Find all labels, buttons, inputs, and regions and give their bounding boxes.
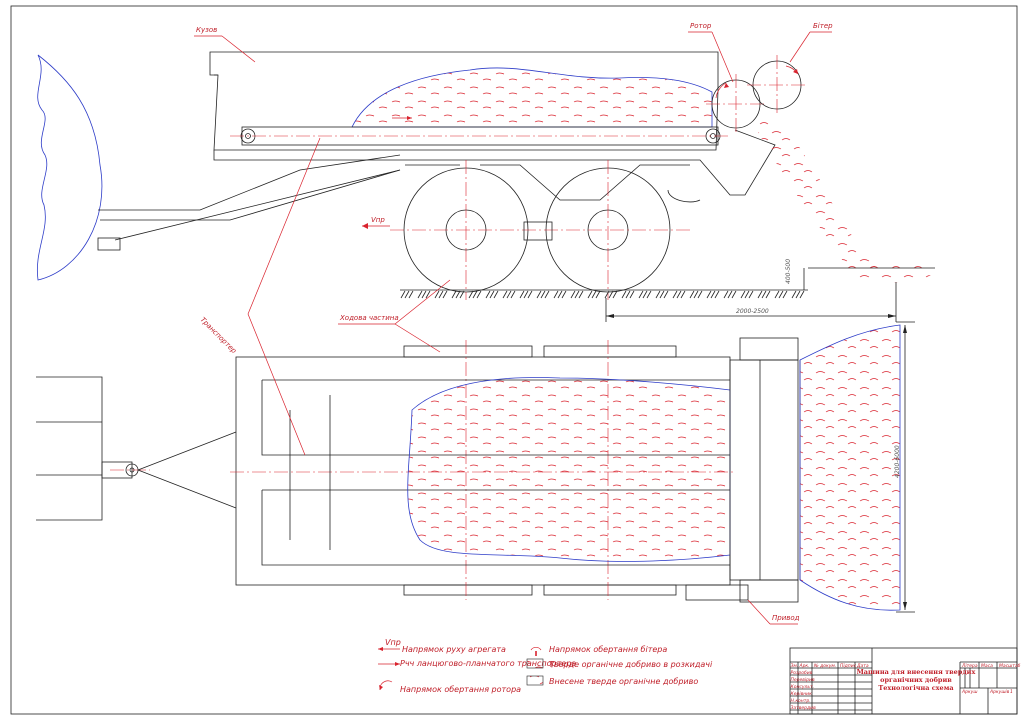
legend-swatch-spread <box>526 675 544 686</box>
spread-field <box>799 324 901 611</box>
legend-text-5: Тверде органічне добриво в розкидачі <box>549 660 713 669</box>
legend-text-6: Внесене тверде органічне добриво <box>549 677 698 686</box>
tb-role-4: Н.контр. <box>791 698 811 704</box>
tb-change-4: Дата <box>856 663 869 669</box>
drawing-frame <box>10 5 1018 715</box>
throw-dim: 2000-2500 <box>736 308 769 315</box>
tractor-wheel <box>36 54 103 281</box>
tb-col-1: Маса <box>981 663 993 669</box>
legend-symbol-velocity: Vпр <box>385 638 401 647</box>
top-view: 4200-6000 <box>36 321 915 613</box>
manure-in-body <box>351 67 713 128</box>
tb-change-0: Зм. <box>791 663 799 669</box>
rotor-unit-top <box>729 359 799 581</box>
legend-text-2: Pчч ланцюгово-планчатого транспортера <box>400 659 576 668</box>
label-drive: Привод <box>772 614 800 622</box>
tb-sheets: Аркушів <box>989 689 1010 695</box>
legend-text-1: Напрямок руху агрегата <box>402 645 506 654</box>
tb-col-2: Масштаб <box>999 663 1021 669</box>
legend-text-4: Напрямок обертання бітера <box>549 645 667 654</box>
tb-sheets-count: 1 <box>1010 689 1013 695</box>
legend-text-3: Напрямок обертання ротора <box>400 685 521 694</box>
tb-sheet: Аркуш <box>961 689 977 695</box>
velocity-label: Vпр <box>371 216 385 224</box>
spread-layer <box>850 264 935 283</box>
tb-change-2: № докум. <box>813 663 836 669</box>
tb-title-3: Технологічна схема <box>878 684 954 692</box>
side-view: Vпр 400-500 2000-2500 <box>36 51 935 322</box>
label-rotor: Ротор <box>690 22 712 30</box>
tb-change-1: Арк. <box>799 663 810 669</box>
legend-swatch-manure <box>526 658 544 669</box>
label-beater: Бітер <box>813 22 833 30</box>
tb-title-1: Машина для внесення твердих <box>857 668 976 676</box>
tb-role-1: Перевірив <box>791 677 815 683</box>
legend: Vпр Напрямок руху агрегата Pчч ланцюгово… <box>378 638 713 694</box>
spread-stream <box>752 118 880 272</box>
label-conveyor: Транспортер <box>199 316 239 356</box>
tb-role-5: Затвердив <box>791 705 817 711</box>
label-body: Кузов <box>196 26 217 34</box>
tb-role-0: Розробив <box>791 670 813 676</box>
title-block: Зм. Арк. № докум. Підпис Дата Розробив П… <box>789 647 1021 715</box>
height-dim: 400-500 <box>785 259 792 284</box>
tb-title-2: органічних добрив <box>880 676 952 684</box>
tb-role-3: Керівник <box>791 691 813 697</box>
spread-width-dim: 4200-6000 <box>894 445 901 478</box>
label-chassis: Ходова частина <box>339 314 399 322</box>
tb-change-3: Підпис <box>840 663 857 669</box>
tb-col-0: Літера <box>961 663 978 669</box>
manure-top <box>407 377 731 562</box>
tb-role-2: Консульт. <box>791 684 815 690</box>
